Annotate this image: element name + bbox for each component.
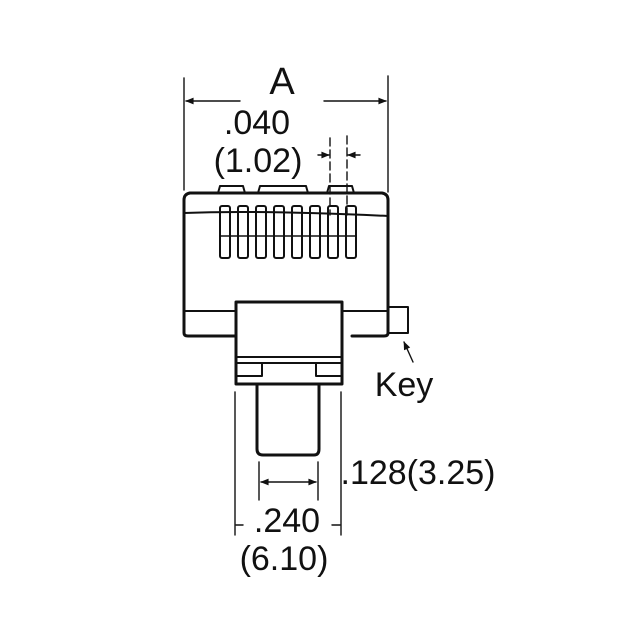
pitch-inch-label: .040 (224, 104, 290, 142)
latch-tab (255, 382, 321, 457)
dimension-boot-width: .240 (6.10) (234, 391, 342, 578)
plug-boot (234, 300, 344, 386)
pitch-mm-label: (1.02) (214, 142, 303, 180)
dimension-a: A (183, 61, 389, 193)
dimension-tab-width: .128(3.25) (258, 454, 496, 501)
top-tabs (217, 185, 355, 194)
boot-width-mm-label: (6.10) (240, 540, 329, 578)
contacts (219, 205, 357, 259)
tab-width-label: .128(3.25) (341, 454, 496, 492)
boot-width-inch-label: .240 (254, 502, 320, 540)
key-label: Key (375, 366, 434, 404)
dimension-a-label: A (269, 61, 295, 103)
key-tab: Key (375, 306, 434, 404)
plug-body (182, 191, 390, 338)
dimension-pitch: .040 (1.02) (214, 104, 361, 216)
